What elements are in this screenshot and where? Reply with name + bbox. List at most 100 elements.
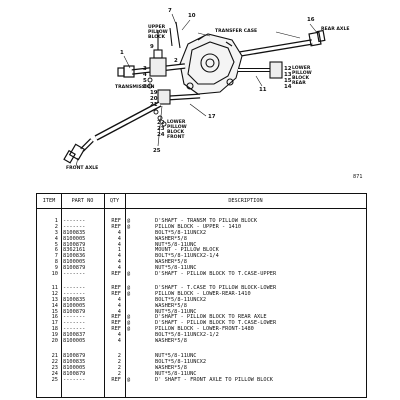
cell-desc: NUT*5/8-11UNC	[155, 308, 197, 315]
cell-qty: REF	[111, 271, 121, 278]
cell-desc: WASHER*5/8	[155, 364, 187, 371]
callout-14: 14	[284, 84, 292, 90]
cell-qty: 4	[117, 241, 121, 248]
cell-part: 8100005	[63, 302, 86, 309]
cell-desc: D'SHAFT - TRANSM TO PILLOW BLOCK	[155, 218, 258, 224]
leader-lines	[75, 13, 319, 167]
cell-part: -------	[63, 290, 86, 297]
cell-part: -------	[63, 320, 86, 327]
header-description: DESCRIPTION	[228, 198, 263, 204]
exploded-diagram: UPPER PILLOW BLOCK TRANSFER CASE REAR AX…	[0, 0, 400, 190]
cell-desc: D'SHAFT - PILLOW BLOCK TO T.CASE-UPPER	[155, 271, 277, 278]
cell-part: 8100005	[63, 235, 86, 242]
header-item: ITEM	[42, 198, 56, 204]
header-qty: QTY	[109, 198, 120, 204]
table-header: ITEM PART NO QTY DESCRIPTION	[37, 194, 366, 209]
cell-part: 8100005	[63, 364, 86, 371]
callout-8: 8	[143, 84, 147, 90]
cell-flag: @	[127, 376, 131, 383]
cell-item: 9	[54, 265, 58, 272]
cell-desc: WASHER*5/8	[155, 259, 187, 266]
cell-flag: @	[127, 314, 131, 321]
cell-item: 19	[51, 332, 58, 339]
hardware-bolts	[147, 77, 167, 127]
callout-16: 16	[307, 17, 315, 23]
cell-part: 8100005	[63, 338, 86, 345]
upper-pillow-block-part	[149, 21, 181, 77]
table-row: 11 ------- REF @ D'SHAFT - T.CASE TO PILLOW …	[37, 285, 366, 292]
cell-qty: 4	[117, 332, 121, 339]
cell-desc: NUT*5/8-11UNC	[155, 370, 197, 377]
column-divider	[125, 194, 126, 397]
cell-part: 8100879	[63, 265, 86, 272]
lower-front-shaft	[63, 89, 201, 164]
cell-qty: REF	[111, 326, 121, 333]
cell-flag: @	[127, 218, 131, 224]
row-group-1: 1-------REF@D'SHAFT - TRANSM TO PILLOW B…	[37, 218, 366, 278]
cell-desc: NUT*5/8-11UNC	[155, 241, 197, 248]
cell-part: -------	[63, 285, 86, 291]
cell-desc: WASHER*5/8	[155, 235, 187, 242]
cell-part: 8100837	[63, 332, 86, 339]
cell-part: 8100005	[63, 259, 86, 266]
cell-item: 3	[54, 229, 58, 236]
callout-19: 19	[150, 90, 158, 96]
cell-desc: BOLT*5/8-11UNCX2-1/4	[155, 253, 219, 260]
cell-part: 8100835	[63, 229, 86, 236]
cell-item: 4	[54, 235, 58, 242]
cell-part: -------	[63, 314, 86, 321]
cell-item: 15	[51, 308, 58, 315]
table-row: 17-------REF@D'SHAFT - PILLOW BLOCK TO T…	[37, 320, 366, 327]
cell-desc: BOLT*5/8-11UNCX2-1/2	[155, 332, 219, 339]
cell-desc: WASHER*5/8	[155, 338, 187, 345]
cell-part: -------	[63, 218, 86, 224]
transfer-case-body	[179, 33, 243, 95]
cell-item: 16	[51, 314, 58, 321]
callout-2: 2	[174, 58, 178, 64]
label-upper-pillow-block: UPPER PILLOW BLOCK	[148, 25, 168, 40]
callout-13: 13	[284, 72, 292, 78]
cell-qty: 4	[117, 308, 121, 315]
label-transfer-case: TRANSFER CASE	[215, 29, 258, 34]
cell-part: -------	[63, 223, 86, 230]
cell-part: 8100835	[63, 296, 86, 303]
cell-qty: 4	[117, 235, 121, 242]
callout-23: 23	[157, 126, 165, 132]
drivetrain-illustration	[63, 13, 326, 167]
table-row: 16-------REF@D'SHAFT - PILLOW BLOCK TO R…	[37, 315, 366, 321]
table-row: 18-------REF@PILLOW BLOCK - LOWER-FRONT-…	[37, 326, 366, 333]
cell-desc: NUT*5/8-11UNC	[155, 353, 197, 359]
cell-flag: @	[127, 271, 131, 278]
cell-qty: REF	[111, 320, 121, 327]
cell-part: -------	[63, 271, 86, 278]
cell-qty: 2	[117, 358, 121, 365]
cell-desc: PILLOW BLOCK - UPPER - 1410	[155, 223, 242, 230]
parts-table: ITEM PART NO QTY DESCRIPTION 1-------REF…	[36, 193, 367, 398]
callout-20: 20	[150, 96, 158, 102]
cell-item: 25	[51, 376, 58, 383]
cell-flag: @	[127, 285, 131, 291]
cell-part: 8100879	[63, 353, 86, 359]
cell-desc: BOLT*5/8-11UNCX2	[155, 229, 207, 236]
cell-item: 14	[51, 302, 58, 309]
cell-desc: BOLT*5/8-11UNCX2	[155, 358, 207, 365]
cell-item: 22	[51, 358, 58, 365]
cell-item: 11	[51, 285, 58, 291]
table-row: 25-------REF@D' SHAFT - FRONT AXLE TO PI…	[37, 376, 366, 384]
cell-qty: 4	[117, 259, 121, 266]
callout-12: 12	[284, 66, 292, 72]
cell-item: 18	[51, 326, 58, 333]
label-lower-pillow-block-rear: LOWER PILLOW BLOCK REAR	[292, 66, 312, 86]
cell-desc: D'SHAFT - T.CASE TO PILLOW BLOCK-LOWER	[155, 285, 277, 291]
cell-desc: BOLT*5/8-11UNCX2	[155, 296, 207, 303]
cell-qty: REF	[111, 376, 121, 383]
cell-item: 21	[51, 353, 58, 359]
cell-qty: REF	[111, 285, 121, 291]
callout-9: 9	[150, 44, 154, 50]
